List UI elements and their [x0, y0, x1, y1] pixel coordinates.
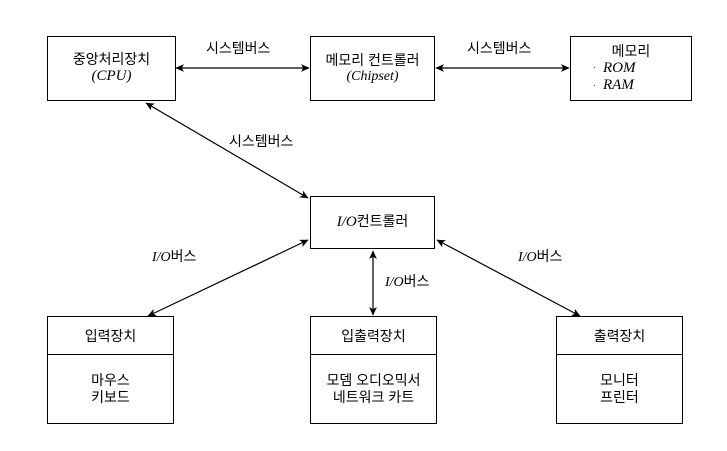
node-input-device[interactable]: 입력장치 마우스 키보드 — [47, 316, 174, 424]
node-io-controller[interactable]: I/O컨트롤러 — [310, 196, 435, 249]
node-output-device-body: 모니터 프린터 — [557, 355, 682, 423]
arrow-io-controller-input-device — [147, 239, 309, 317]
edge-label-io-suffix: 버스 — [536, 248, 563, 264]
node-input-device-header: 입력장치 — [48, 317, 173, 355]
node-cpu-label: 중앙처리장치 — [72, 51, 151, 68]
edge-label-io-suffix: 버스 — [170, 248, 197, 264]
edge-label-io-prefix: I/O — [152, 250, 171, 265]
arrow-io-controller-output-device — [436, 239, 581, 317]
node-memory-bullet-rom: · ROM — [571, 60, 691, 78]
node-input-device-body: 마우스 키보드 — [48, 355, 173, 423]
bullet-icon: · — [593, 79, 596, 90]
edge-label-io-controller-output-device: I/O버스 — [518, 246, 562, 266]
node-io-controller-label: I/O컨트롤러 — [337, 213, 409, 232]
node-io-device-item-1: 모뎀 오디오믹서 — [326, 372, 421, 389]
node-cpu-sublabel: (CPU) — [91, 67, 132, 84]
node-memory[interactable]: 메모리 · ROM · RAM — [570, 36, 692, 101]
node-memory-ram-label: RAM — [603, 77, 634, 94]
node-memory-controller-label: 메모리 컨트롤러 — [325, 51, 420, 68]
node-output-device[interactable]: 출력장치 모니터 프린터 — [556, 316, 683, 424]
node-memory-rom-label: ROM — [603, 59, 636, 76]
edge-label-io-controller-io-device: I/O버스 — [385, 271, 429, 291]
node-memory-controller[interactable]: 메모리 컨트롤러 (Chipset) — [310, 36, 435, 101]
node-output-device-item-2: 프린터 — [600, 389, 639, 405]
node-cpu[interactable]: 중앙처리장치 (CPU) — [47, 36, 176, 101]
node-output-device-header: 출력장치 — [557, 317, 682, 355]
node-io-controller-prefix: I/O — [336, 214, 357, 231]
node-output-device-item-1: 모니터 — [600, 372, 639, 389]
edge-label-io-prefix: I/O — [518, 250, 537, 265]
edge-label-io-controller-input-device: I/O버스 — [152, 246, 196, 266]
edge-label-io-prefix: I/O — [385, 275, 404, 290]
node-io-device-body: 모뎀 오디오믹서 네트워크 카트 — [311, 355, 436, 423]
edge-label-cpu-memory-controller: 시스템버스 — [206, 40, 271, 56]
edge-label-io-suffix: 버스 — [403, 273, 430, 289]
edge-label-memory-controller-memory: 시스템버스 — [467, 40, 532, 56]
node-input-device-item-1: 마우스 — [91, 372, 130, 389]
node-memory-label: 메모리 — [611, 43, 651, 59]
node-memory-controller-sublabel: (Chipset) — [346, 68, 399, 84]
node-io-device-header: 입출력장치 — [311, 317, 436, 355]
node-io-controller-suffix: 컨트롤러 — [356, 213, 409, 230]
node-input-device-item-2: 키보드 — [91, 389, 130, 405]
edge-label-cpu-io-controller: 시스템버스 — [229, 133, 294, 149]
arrow-cpu-io-controller — [145, 102, 309, 199]
bullet-icon: · — [593, 61, 596, 72]
node-memory-bullet-ram: · RAM — [571, 77, 691, 95]
node-io-device-item-2: 네트워크 카트 — [332, 389, 415, 405]
node-io-device[interactable]: 입출력장치 모뎀 오디오믹서 네트워크 카트 — [310, 316, 437, 424]
